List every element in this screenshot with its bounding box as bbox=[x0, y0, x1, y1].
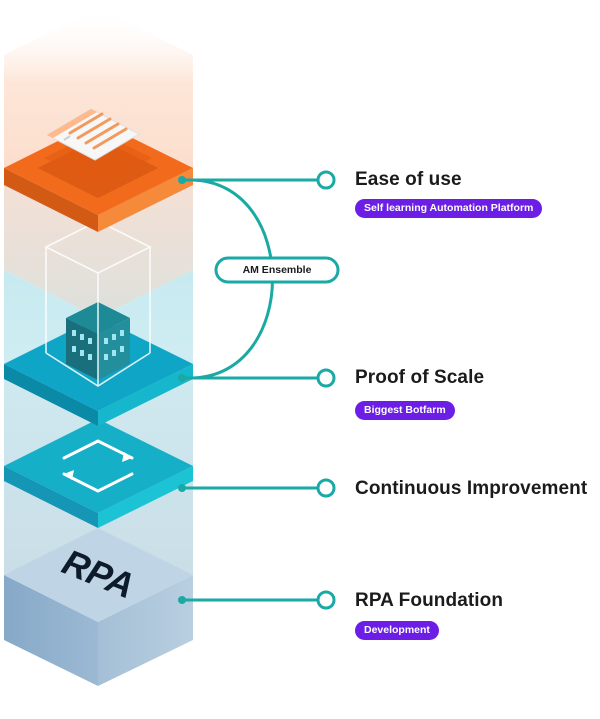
badge-self-learning: Self learning Automation Platform bbox=[355, 199, 543, 218]
connector-dots bbox=[178, 176, 186, 604]
continuous-improvement-slab bbox=[4, 419, 193, 528]
cycle-arrows-icon bbox=[62, 439, 134, 493]
layer-title-continuous-improvement: Continuous Improvement bbox=[355, 478, 588, 499]
app-window-icon bbox=[44, 108, 152, 185]
layer-title-rpa-foundation: RPA Foundation bbox=[355, 590, 504, 611]
badge-development: Development bbox=[355, 621, 439, 640]
layer-title-ease-of-use: Ease of use bbox=[355, 169, 462, 190]
connectors bbox=[182, 178, 320, 602]
ease-endpoint-icon bbox=[316, 170, 336, 190]
rpa-endpoint-icon bbox=[316, 590, 336, 610]
badge-biggest-botfarm: Biggest Botfarm bbox=[355, 401, 455, 420]
glass-cube bbox=[44, 220, 152, 387]
endpoint-rings bbox=[316, 170, 336, 610]
ensemble-label: AM Ensemble bbox=[242, 264, 312, 276]
rpa-foundation-block: RPA bbox=[4, 528, 193, 686]
ensemble-pill-outline bbox=[214, 256, 340, 284]
layer-title-proof-of-scale: Proof of Scale bbox=[355, 367, 485, 388]
continuous-endpoint-icon bbox=[316, 478, 336, 498]
scale-endpoint-icon bbox=[316, 368, 336, 388]
